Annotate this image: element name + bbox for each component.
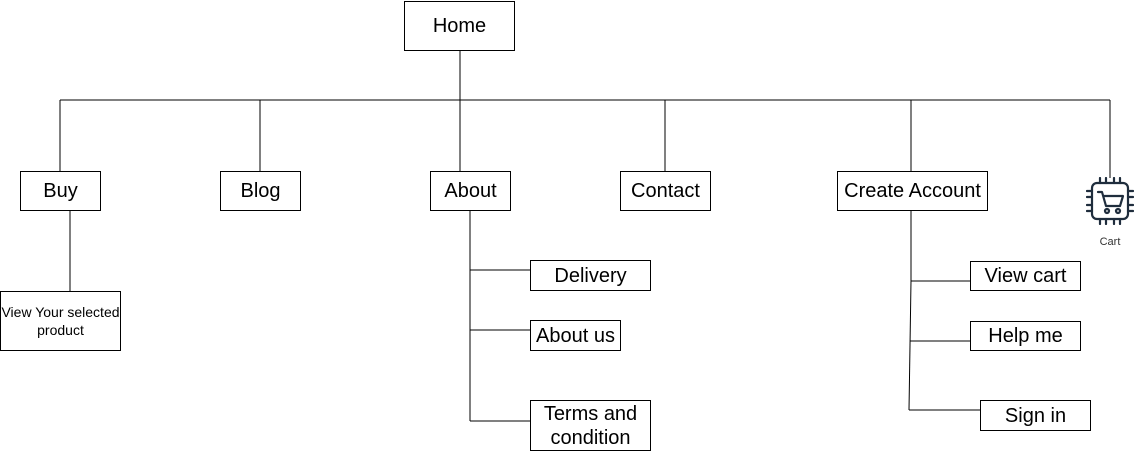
node-buy: Buy	[20, 171, 101, 211]
node-view-cart: View cart	[970, 261, 1081, 291]
node-terms: Terms and condition	[530, 400, 651, 451]
node-contact-label: Contact	[631, 180, 700, 202]
node-create-account: Create Account	[837, 171, 988, 211]
cart-chip-icon	[1086, 177, 1134, 225]
node-about-us: About us	[530, 320, 621, 351]
node-help-me: Help me	[970, 321, 1081, 351]
node-view-product-label: View Your selected product	[1, 304, 120, 338]
node-home-label: Home	[432, 15, 487, 37]
node-view-product: View Your selected product	[0, 291, 121, 351]
node-delivery: Delivery	[530, 260, 651, 291]
node-buy-label: Buy	[43, 180, 78, 202]
node-blog: Blog	[220, 171, 301, 211]
node-about: About	[430, 171, 511, 211]
node-terms-label: Terms and condition	[543, 402, 638, 449]
node-about-label: About	[444, 180, 497, 202]
connector-account-trunk-lower	[908, 280, 912, 411]
node-sign-in-label: Sign in	[1004, 404, 1067, 427]
node-sign-in: Sign in	[980, 400, 1091, 431]
node-contact: Contact	[620, 171, 711, 211]
node-view-cart-label: View cart	[984, 265, 1067, 287]
node-blog-label: Blog	[240, 180, 281, 202]
node-about-us-label: About us	[536, 324, 615, 347]
node-cart: Cart	[1085, 175, 1135, 251]
node-cart-label: Cart	[1099, 236, 1121, 248]
node-create-account-label: Create Account	[844, 180, 981, 202]
node-home: Home	[404, 1, 515, 51]
node-help-me-label: Help me	[988, 325, 1063, 347]
node-delivery-label: Delivery	[554, 264, 627, 287]
